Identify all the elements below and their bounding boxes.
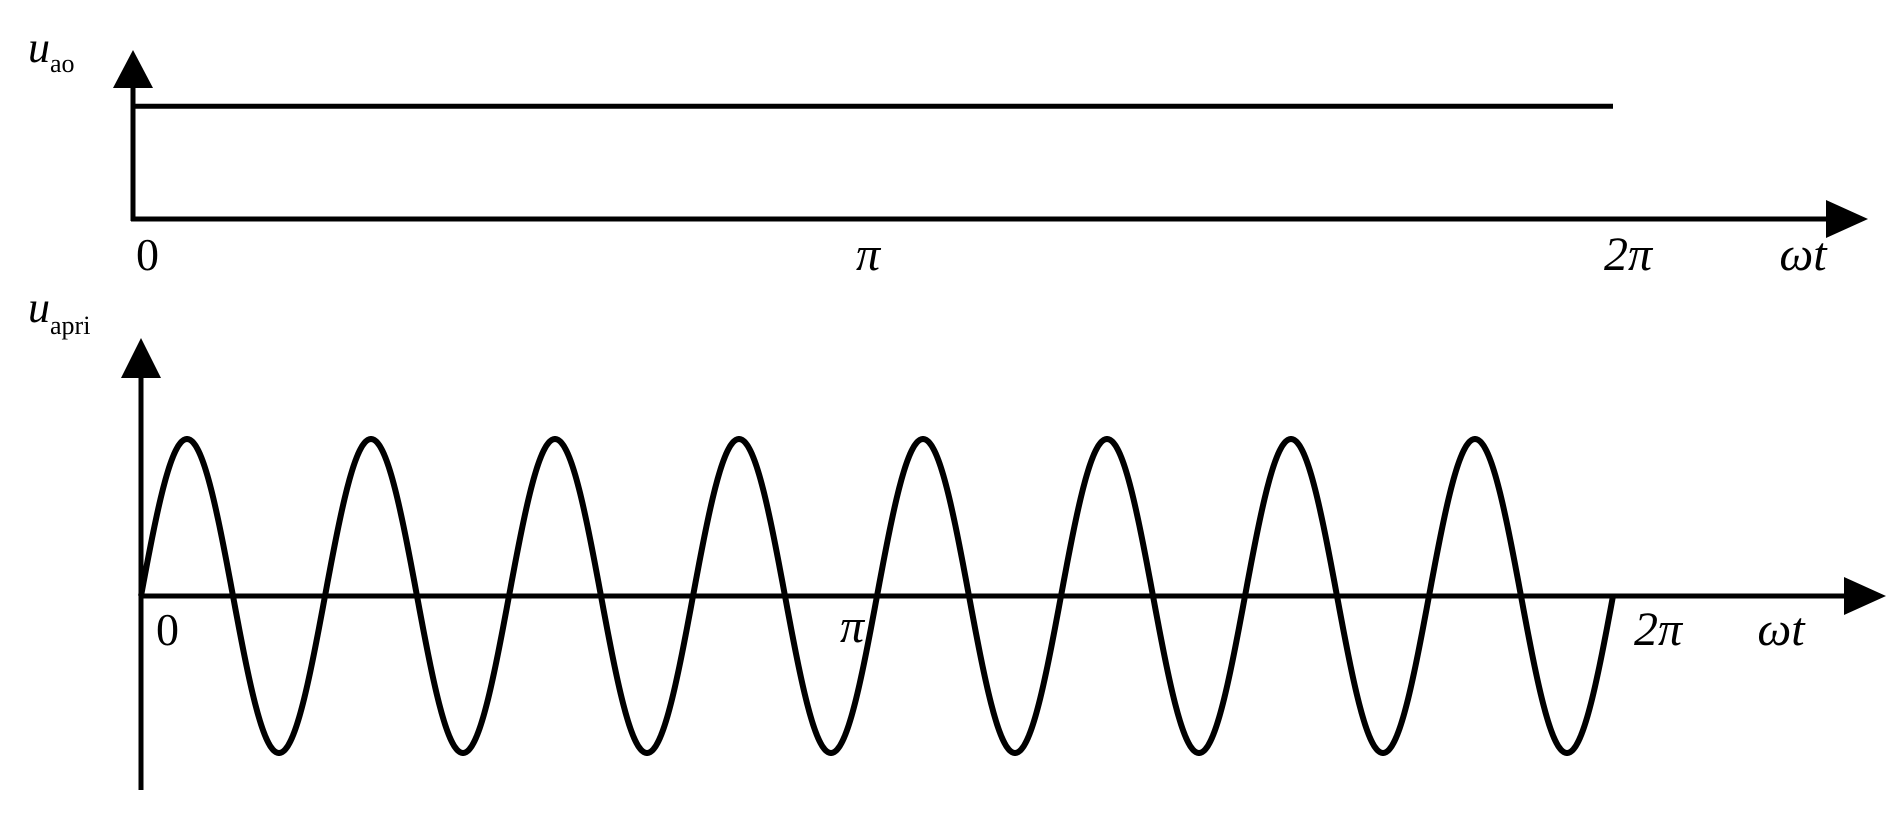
x-tick-label-pi: π: [840, 600, 866, 653]
chart-ac-voltage: uapri 0 π 2π ωt: [28, 283, 1886, 790]
x-tick-label-2pi: 2π: [1604, 228, 1654, 281]
y-axis-arrow: [113, 50, 153, 88]
chart-dc-voltage: uao 0 π 2π ωt: [28, 23, 1868, 281]
y-axis-label: uapri: [28, 283, 90, 340]
x-axis-label: ωt: [1757, 603, 1806, 656]
x-tick-label-pi: π: [856, 228, 882, 281]
x-tick-label-2pi: 2π: [1634, 603, 1684, 656]
x-axis-label: ωt: [1779, 228, 1828, 281]
x-tick-label-0: 0: [156, 604, 179, 655]
x-axis-arrow: [1844, 577, 1886, 615]
series-sine-wave: [138, 436, 1616, 756]
x-tick-label-0: 0: [136, 229, 159, 280]
x-axis-arrow: [1826, 200, 1868, 238]
y-axis-label: uao: [28, 23, 75, 78]
y-axis-arrow: [121, 338, 161, 378]
